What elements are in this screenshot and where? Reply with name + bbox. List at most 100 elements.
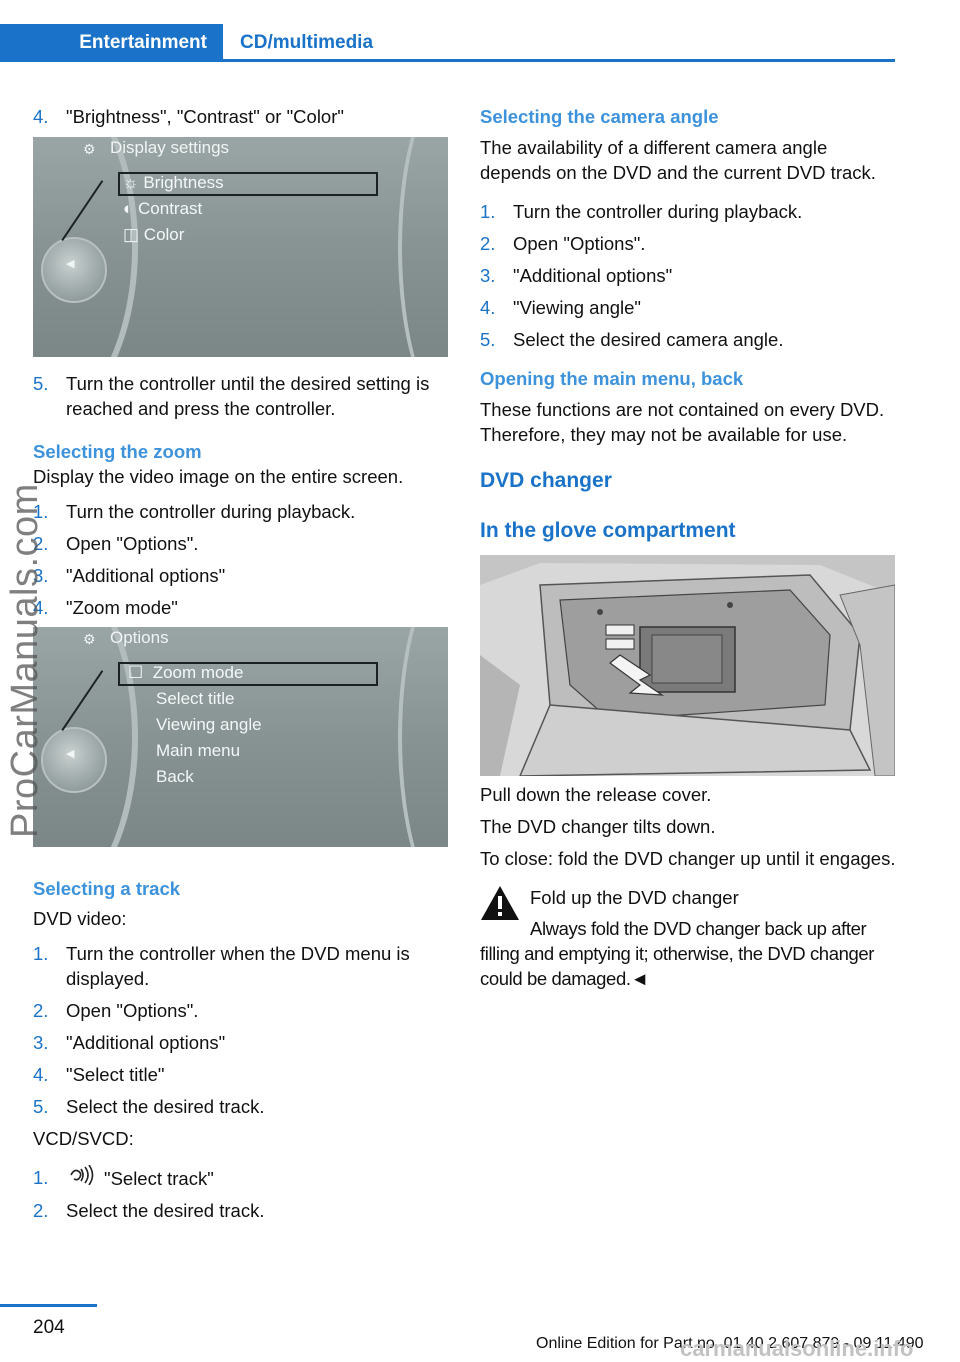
page-number: 204 [33,1317,65,1338]
list-item: 4. "Viewing angle" [480,295,896,320]
color-icon: ◫ [123,225,140,244]
list-item: 5. Select the desired track. [33,1094,448,1119]
warning-block: Fold up the DVD changer Always fold the … [480,885,896,991]
screen-item: Brightness [143,173,224,192]
paragraph: DVD video: [33,908,127,929]
list-item: 2. Select the desired track. [33,1198,448,1223]
right-column: Selecting the camera angle The availabil… [480,104,896,998]
list-text: "Additional options" [66,565,226,586]
side-watermark: ProCarManuals.com [4,483,46,838]
list-number: 5. [33,1096,49,1117]
glove-compartment-illustration [480,555,895,776]
list-item: 5.Select the desired camera angle. [480,327,896,352]
list-item: 1. Turn the controller during playback. [33,499,448,524]
paragraph: Display the video image on the entire sc… [33,466,404,487]
list-text: Select the desired track. [66,1096,265,1117]
list-text: Select the desired track. [66,1200,265,1221]
paragraph: These functions are not contained on eve… [480,399,885,445]
section-heading: Opening the main menu, back [480,368,744,389]
list-item: 1. "Select track" [33,1164,448,1191]
screen-item: Contrast [138,199,203,218]
zoom-steps: 1. Turn the controller during playback. 2… [33,499,448,620]
list-item: 2. Open "Options". [33,998,448,1023]
list-item: 4. "Brightness", "Contrast" or "Color" [33,104,448,129]
list-item: 1. Turn the controller when the DVD menu … [33,941,448,991]
paragraph: To close: fold the DVD changer up until … [480,848,896,869]
list-number: 2. [33,533,49,554]
list-number: 2. [33,1000,49,1021]
section-heading: Selecting the camera angle [480,106,719,127]
contrast-icon: ◐ [123,199,134,218]
checkbox-icon: ☐ [128,663,144,682]
list-text: "Additional options" [66,1032,226,1053]
list-number: 1. [480,201,496,222]
step-list-b: 5. Turn the controller until the desired … [33,371,448,421]
list-number: 2. [480,233,496,254]
list-number: 4. [480,297,496,318]
controller-knob-icon [41,727,107,793]
voice-command-icon [66,1164,104,1191]
list-item: 3. "Additional options" [480,263,896,288]
list-number: 3. [33,565,49,586]
brightness-icon: ☼ [123,173,139,192]
section-heading: Selecting the zoom [33,441,202,462]
list-text: Turn the controller until the desired se… [66,373,430,419]
warning-icon [480,885,520,921]
section-heading: DVD changer [480,469,612,492]
list-number: 5. [33,373,49,394]
track-steps: 1. Turn the controller when the DVD menu … [33,941,448,1119]
vcd-steps: 1. "Select track" 2. Select the desired tr… [33,1164,448,1223]
left-column: 4. "Brightness", "Contrast" or "Color" ◀ … [33,104,448,1230]
tab-entertainment[interactable]: Entertainment [0,24,223,62]
list-text: Turn the controller when the DVD menu is… [66,943,410,989]
screen-title: Options [110,628,169,647]
paragraph: The DVD changer tilts down. [480,816,716,837]
tab-cd-multimedia[interactable]: CD/multimedia [223,24,895,62]
tab-entertainment-label: Entertainment [79,32,207,53]
paragraph: VCD/SVCD: [33,1128,134,1149]
list-number: 1. [33,501,49,522]
list-item: 1. Turn the controller during playback. [480,199,896,224]
camera-steps: 1. Turn the controller during playback. 2… [480,199,896,352]
list-number: 2. [33,1200,49,1221]
options-icon: ⚙ [83,631,96,647]
list-item: 4."Select title" [33,1062,448,1087]
list-text: Open "Options". [66,1000,199,1021]
glove-compartment-drawing [480,555,895,776]
list-number: 1. [33,1167,49,1188]
list-text: Open "Options". [513,233,646,254]
tab-cd-multimedia-label: CD/multimedia [240,32,374,53]
display-settings-screenshot: ◀ ⚙ Display settings ☼ Brightness ◐ Cont… [33,137,448,357]
list-number: 4. [33,1064,49,1085]
section-heading: In the glove compartment [480,519,736,542]
list-number: 4. [33,597,49,618]
list-text: "Select track" [104,1168,214,1189]
list-text: Turn the controller during playback. [513,201,803,222]
list-text: Open "Options". [66,533,199,554]
list-number: 1. [33,943,49,964]
list-text: "Viewing angle" [513,297,641,318]
list-number: 4. [33,106,49,127]
screen-item: Select title [156,689,235,708]
paragraph: Pull down the release cover. [480,784,712,805]
screen-item: Zoom mode [152,663,244,682]
list-item: 3."Additional options" [33,1030,448,1055]
screen-item: Color [143,225,185,244]
bottom-watermark: carmanualsonline.info [680,1336,914,1361]
edition-text: Online Edition for Part no. 01 40 2 607 … [536,1335,924,1352]
list-text: "Brightness", "Contrast" or "Color" [66,106,344,127]
footer-rule [0,1304,97,1307]
controller-knob-icon [41,237,107,303]
options-screenshot: ◀ ⚙ Options ☐ Zoom mode Select title Vie… [33,627,448,847]
warning-title: Fold up the DVD changer [530,887,739,908]
list-number: 3. [480,265,496,286]
selection-frame [118,662,378,686]
list-number: 5. [480,329,496,350]
list-text: "Zoom mode" [66,597,178,618]
paragraph: The availability of a different camera a… [480,137,876,183]
list-text: Turn the controller during playback. [66,501,356,522]
list-item: 2. Open "Options". [33,531,448,556]
selection-frame [118,172,378,196]
screen-title: Display settings [110,138,230,157]
list-text: "Additional options" [513,265,673,286]
